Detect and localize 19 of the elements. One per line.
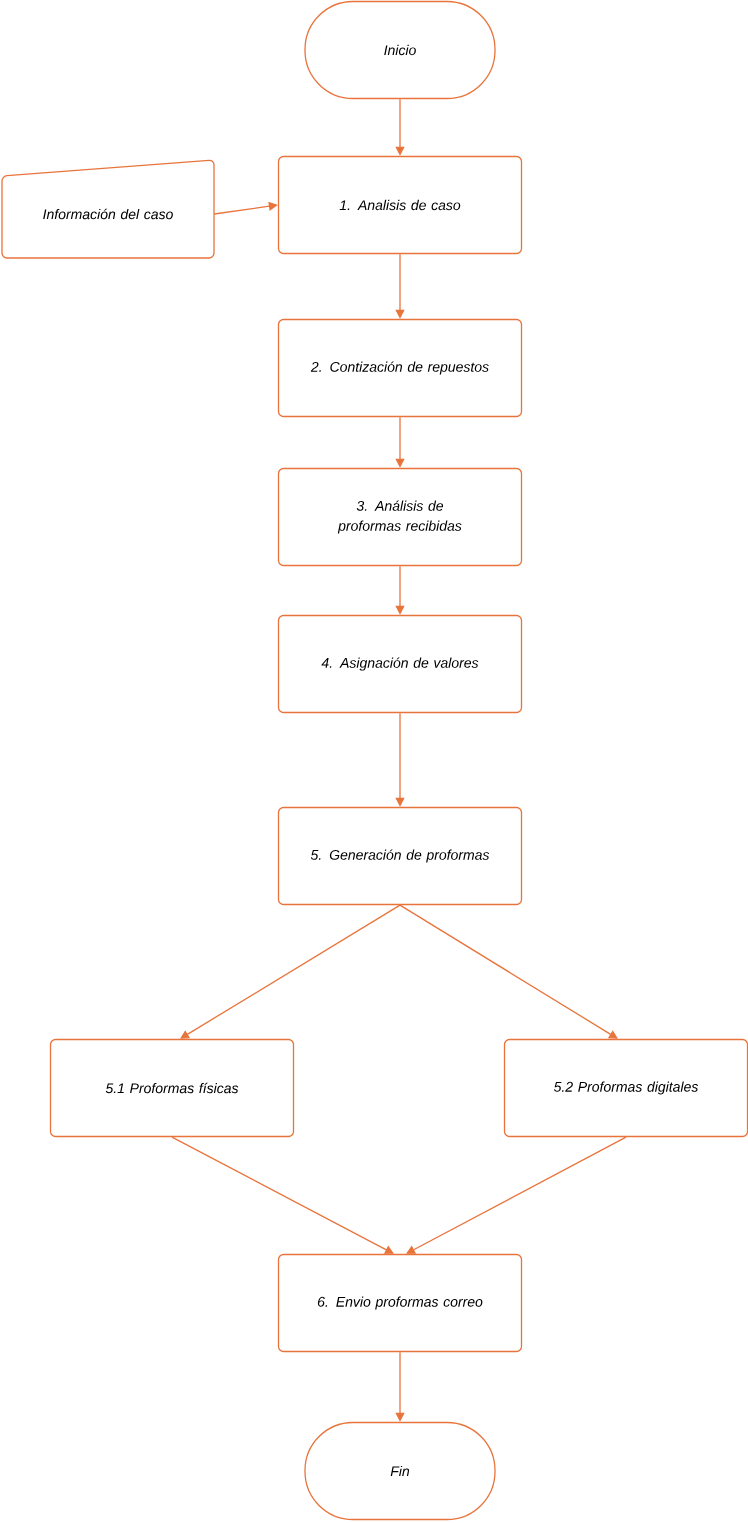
arrow xyxy=(395,565,405,615)
process-box: 2. Contización de repuestos xyxy=(277,318,523,418)
process-box: 6. Envio proformas correo xyxy=(277,1253,523,1353)
arrow xyxy=(395,98,405,156)
process-box: 1. Analisis de caso xyxy=(277,155,523,255)
process-box: 5.2 Proformas digitales xyxy=(503,1038,748,1138)
arrow xyxy=(399,904,618,1039)
arrow xyxy=(395,416,405,468)
arrow xyxy=(171,1136,394,1254)
process-box: 3. Análisis de proformas recibidas xyxy=(277,467,523,567)
arrow xyxy=(395,1351,405,1422)
process-box: 4. Asignación de valores xyxy=(277,614,523,714)
arrow xyxy=(180,904,401,1039)
arrow xyxy=(395,253,405,319)
process-box: 5.1 Proformas físicas xyxy=(49,1038,295,1138)
arrow xyxy=(213,201,278,215)
process-box: 5. Generación de proformas xyxy=(277,806,523,906)
arrow xyxy=(406,1136,627,1254)
arrow xyxy=(395,712,405,807)
